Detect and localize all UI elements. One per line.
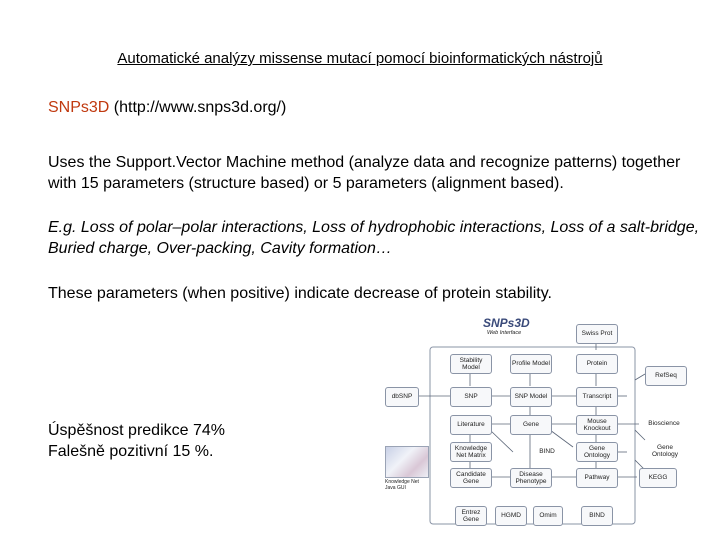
snps3d-url: (http://www.snps3d.org/) — [109, 99, 287, 116]
disease-phenotype-box: Disease Phenotype — [510, 468, 552, 488]
snps3d-architecture-diagram: SNPs3D Web Interface Swiss Prot Stabilit… — [383, 312, 695, 526]
snps3d-name: SNPs3D — [48, 99, 110, 116]
kegg-box: KEGG — [639, 468, 677, 488]
example-parameters: E.g. Loss of polar–polar interactions, L… — [48, 219, 700, 257]
svm-description: Uses the Support.Vector Machine method (… — [48, 154, 681, 192]
knowledge-net-matrix-box: Knowledge Net Matrix — [450, 442, 492, 462]
swiss-prot-box: Swiss Prot — [576, 324, 618, 344]
snps3d-logo: SNPs3D — [483, 316, 530, 330]
dbsnp-box: dbSNP — [385, 387, 419, 407]
hgmd-box: HGMD — [495, 506, 527, 526]
refseq-box: RefSeq — [645, 366, 687, 386]
web-interface-label: Web Interface — [487, 330, 522, 336]
candidate-gene-box: Candidate Gene — [450, 468, 492, 488]
knowledge-net-thumbnail — [385, 446, 429, 478]
bind-bottom-box: BIND — [581, 506, 613, 526]
slide-title: Automatické analýzy missense mutací pomo… — [117, 50, 603, 67]
prediction-success: Úspěšnost predikce 74% — [48, 422, 225, 439]
entrez-gene-box: Entrez Gene — [455, 506, 487, 526]
stability-model-box: Stability Model — [450, 354, 492, 374]
mouse-knockout-box: Mouse Knockout — [576, 415, 618, 435]
bind-mid-box: BIND — [539, 448, 555, 456]
transcript-box: Transcript — [576, 387, 618, 407]
protein-box: Protein — [576, 354, 618, 374]
prediction-stats: Úspěšnost predikce 74% Falešně pozitivní… — [48, 420, 225, 462]
snp-model-box: SNP Model — [510, 387, 552, 407]
snps3d-line: SNPs3D (http://www.snps3d.org/) — [48, 99, 286, 117]
gene-ontology-external-box: Gene Ontology — [651, 443, 679, 459]
literature-box: Literature — [450, 415, 492, 435]
false-positive-rate: Falešně pozitivní 15 %. — [48, 443, 214, 460]
snp-box: SNP — [450, 387, 492, 407]
stability-note: These parameters (when positive) indicat… — [48, 285, 552, 302]
knowledge-net-caption: Knowledge Net Java GUI — [385, 479, 419, 491]
bioscience-box: Bioscience — [648, 420, 680, 428]
omim-box: Omim — [533, 506, 563, 526]
gene-ontology-box: Gene Ontology — [576, 442, 618, 462]
gene-box: Gene — [510, 415, 552, 435]
pathway-box: Pathway — [576, 468, 618, 488]
profile-model-box: Profile Model — [510, 354, 552, 374]
